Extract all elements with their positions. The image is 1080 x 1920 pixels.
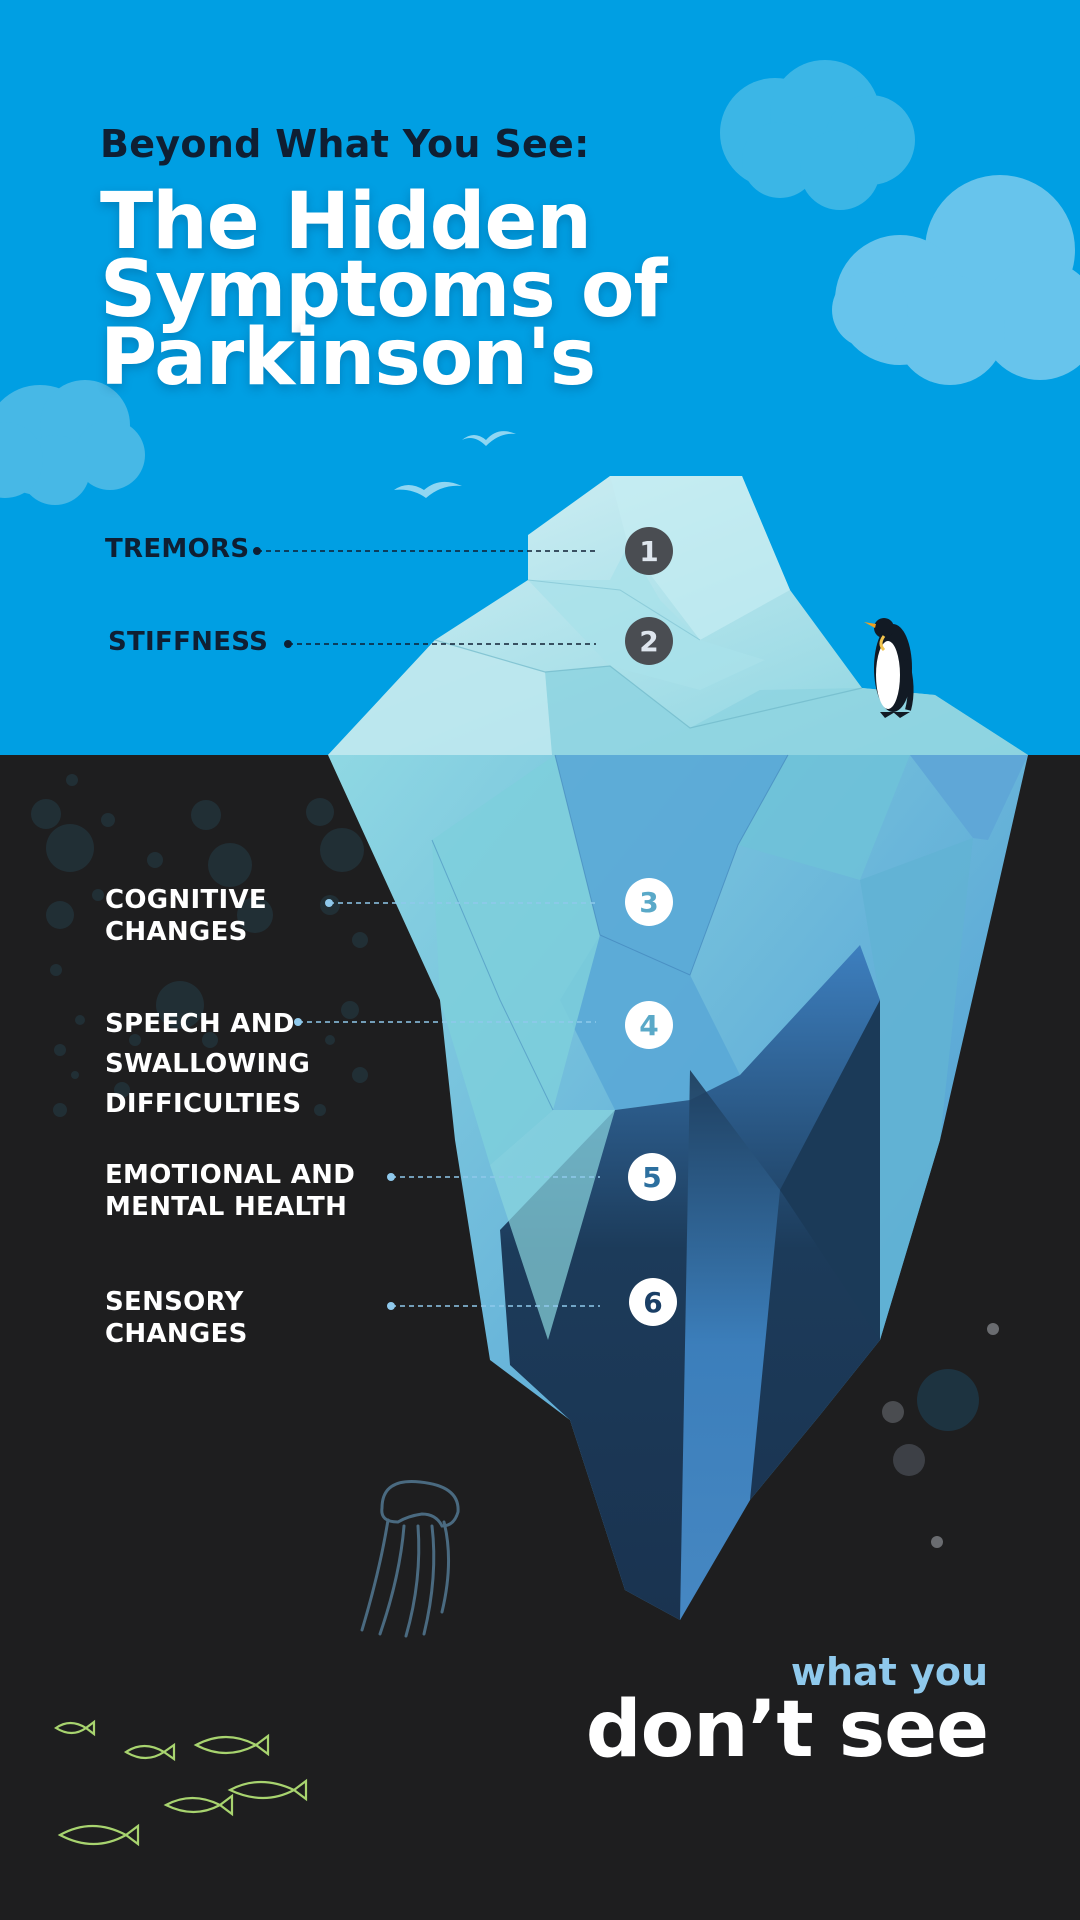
symptom-number-badge: 1 [625,527,673,575]
iceberg-tip [328,476,1028,755]
page-title: The Hidden Symptoms of Parkinson's [100,177,667,403]
bird-icon [394,481,462,498]
bird-icon [462,431,516,446]
symptom-number-badge: 2 [625,617,673,665]
title-line: The Hidden [100,177,592,267]
symptom-label-tremors: TREMORS [105,534,250,564]
symptom-label-emotional: EMOTIONAL AND MENTAL HEALTH [105,1160,356,1222]
cloud-icon [0,380,145,505]
cloud-icon [832,175,1080,385]
jellyfish-icon [360,1480,460,1638]
symptom-number-badge: 5 [628,1153,676,1201]
subtitle: Beyond What You See: [100,122,590,166]
bubble-icon [882,1323,999,1548]
symptom-label-cognitive: COGNITIVE CHANGES [105,885,267,947]
footer-small-text: what you [790,1650,988,1694]
penguin-icon [864,618,914,718]
symptom-label-stiffness: STIFFNESS [108,627,269,657]
fish-icon [54,1719,308,1847]
symptom-number-badge: 6 [629,1278,677,1326]
symptom-number-badge: 4 [625,1001,673,1049]
title-line: Parkinson's [100,313,596,403]
title-line: Symptoms of [100,245,667,335]
iceberg-underwater [328,754,1028,1620]
symptom-label-speech: SPEECH AND SWALLOWING DIFFICULTIES [105,1009,311,1119]
cloud-icon [720,60,915,210]
connector-lines [253,547,600,1310]
symptom-label-sensory: SENSORY CHANGES [105,1287,248,1349]
symptom-number-badge: 3 [625,878,673,926]
footer-large-text: don’t see [585,1685,989,1775]
